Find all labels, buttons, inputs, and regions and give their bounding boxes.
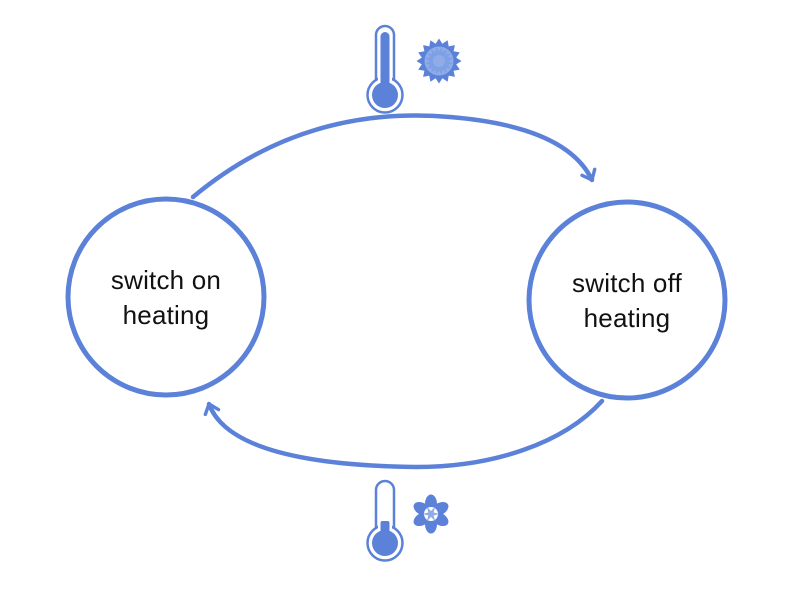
state-circle-switch-off (526, 199, 728, 401)
state-circle-switch-on (65, 196, 267, 398)
state-label-switch-on: switch on heating (110, 264, 222, 330)
state-label-switch-off: switch off heating (572, 267, 682, 333)
thermometer-full-icon (366, 24, 404, 114)
transition-arrow-off-to-on (203, 398, 605, 470)
transition-arrow-on-to-off (190, 113, 597, 200)
sun-icon (416, 38, 462, 84)
snowflake-icon (413, 494, 449, 534)
thermometer-low-icon (366, 479, 404, 562)
